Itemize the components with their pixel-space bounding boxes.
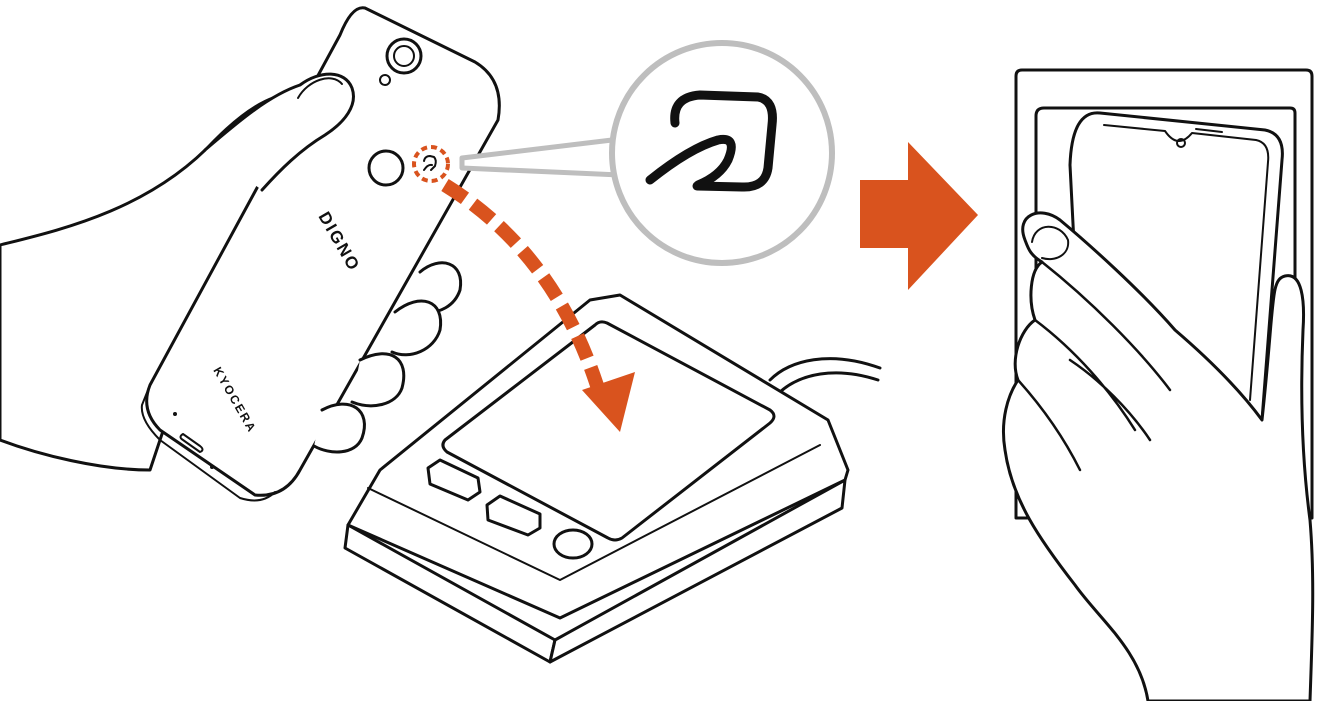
camera-lens-icon [385,37,423,75]
right-thumb-nail [1031,225,1070,260]
thumb-nail [297,77,343,99]
nfc-callout [459,40,835,266]
camera-flash-icon [379,74,391,86]
nfc-highlight-ring [412,145,450,183]
right-hand [1001,211,1315,701]
phone-front-screen [1103,124,1270,401]
camera-lens-inner [393,45,415,67]
phone-nfc-mark-icon [423,155,437,171]
jack-hole [210,465,214,469]
reader-button-2 [485,494,542,537]
callout-ring [609,40,835,266]
tap-path-head [582,372,635,432]
speaker-slit [1195,128,1223,133]
left-hand-thumb [203,72,355,192]
callout-pointer [459,137,623,178]
reader-top-edge [367,444,821,581]
reader-base-front [548,478,847,664]
usb-port [179,433,204,453]
left-hand-fingers [312,261,463,454]
reader-screen [441,320,776,542]
reader-button-1 [426,458,482,502]
front-camera-icon [1176,138,1186,148]
mic-hole [173,412,177,416]
reader-cable [768,357,882,394]
right-scene [1001,68,1315,701]
arrow-right-icon [860,142,978,290]
phone-back-edge [140,384,276,502]
tap-path [441,179,607,398]
phone-back: DIGNO KYOCERA [140,6,501,502]
felica-mark-icon [645,90,777,192]
card-reader [343,293,882,664]
left-scene: DIGNO KYOCERA [0,6,501,502]
reader-button-round [552,528,594,560]
fingerprint-sensor [367,149,405,187]
right-hand-finger-lines [1016,260,1172,472]
phone-back-body [145,6,501,497]
dashed-curved-arrow-icon [441,179,635,432]
